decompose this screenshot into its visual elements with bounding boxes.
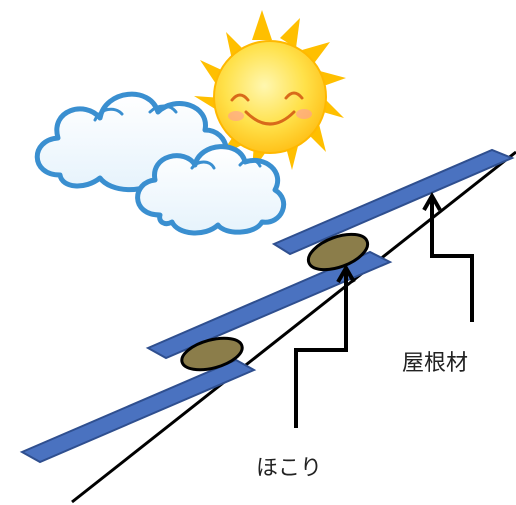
roof-panel-middle	[145, 250, 393, 360]
cloud-icon-front	[135, 144, 287, 236]
roof-panel-upper	[271, 148, 515, 256]
dust-pointer-arrow	[294, 263, 356, 428]
sun-icon	[194, 10, 346, 172]
dust-blob-upper	[306, 232, 370, 272]
sun-right-cheek	[296, 109, 312, 119]
roof-material-pointer-arrow	[422, 191, 474, 322]
dust-blob-lower	[180, 336, 244, 372]
sun-left-cheek	[228, 111, 244, 121]
roof-material-label: 屋根材	[402, 351, 469, 376]
sun-face	[213, 40, 327, 154]
roof-panel-lower	[19, 358, 257, 464]
sun-smile	[244, 110, 296, 126]
sun-right-eye	[284, 91, 304, 100]
sun-left-eye	[230, 93, 250, 102]
roof-base-line	[71, 150, 516, 504]
dust-label: ほこり	[256, 456, 323, 481]
